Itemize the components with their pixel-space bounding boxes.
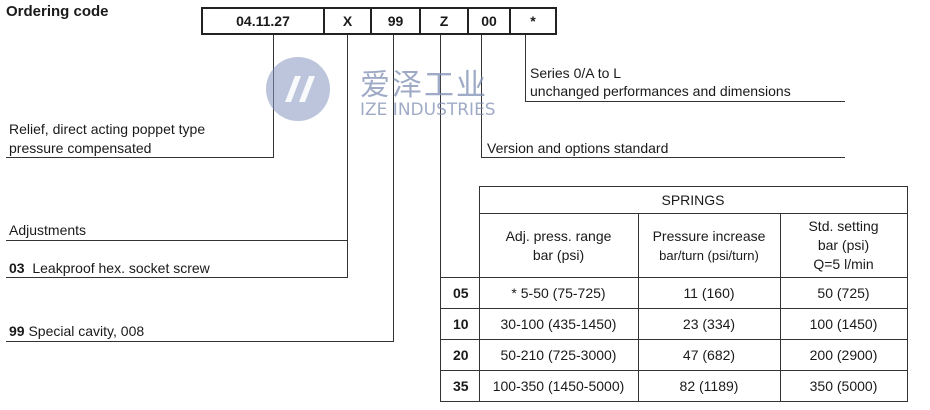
header-setting: Std. setting bar (psi) Q=5 l/min	[779, 213, 908, 278]
row-code: 10	[440, 308, 480, 340]
row-setting: 50 (725)	[779, 277, 908, 309]
row-increase: 11 (160)	[637, 277, 781, 309]
adjustment-option: 03 Leakproof hex. socket screw	[9, 259, 210, 278]
header-setting-line3: Q=5 l/min	[813, 256, 874, 272]
table-row: 05 * 5-50 (75-725) 11 (160) 50 (725)	[440, 277, 908, 309]
row-range: 50-210 (725-3000)	[478, 339, 639, 371]
springs-table: SPRINGS Adj. press. range bar (psi) Pres…	[440, 186, 908, 402]
connector-x-v	[347, 35, 348, 277]
code-segment-version: 00	[467, 7, 511, 35]
header-setting-line1: Std. setting	[808, 218, 879, 234]
series-label-line2: unchanged performances and dimensions	[530, 83, 791, 99]
row-code: 05	[440, 277, 480, 309]
connector-series-h	[525, 101, 845, 102]
version-label: Version and options standard	[487, 140, 669, 156]
row-range: 100-350 (1450-5000)	[478, 370, 639, 402]
connector-base-h	[6, 157, 274, 158]
header-increase-line1: Pressure increase	[652, 227, 766, 244]
adjustments-heading: Adjustments	[9, 222, 87, 238]
watermark-logo-icon	[265, 56, 331, 122]
header-range-line2: bar (psi)	[532, 246, 585, 263]
connector-series-v	[525, 35, 526, 101]
header-increase: Pressure increase bar/turn (psi/turn)	[637, 213, 781, 278]
cavity-option: 99 Special cavity, 008	[9, 322, 144, 341]
row-setting: 100 (1450)	[779, 308, 908, 340]
series-label-line1: Series 0/A to L	[530, 65, 622, 81]
code-segment-series: *	[509, 7, 557, 35]
table-row: 10 30-100 (435-1450) 23 (334) 100 (1450)	[440, 308, 908, 340]
row-setting: 200 (2900)	[779, 339, 908, 371]
row-increase: 23 (334)	[637, 308, 781, 340]
code-segment-cavity: 99	[370, 7, 421, 35]
relief-label-line1: Relief, direct acting poppet type	[9, 121, 206, 137]
connector-cavity-v	[393, 35, 394, 341]
watermark-chinese: 爱泽工业	[360, 68, 488, 103]
row-increase: 82 (1189)	[637, 370, 781, 402]
watermark-english: IZE INDUSTRIES	[360, 100, 496, 120]
adjustment-code: 03	[9, 260, 25, 276]
row-setting: 350 (5000)	[779, 370, 908, 402]
code-segment-base: 04.11.27	[201, 7, 325, 35]
cavity-code: 99	[9, 323, 25, 339]
connector-adj-h	[6, 240, 348, 241]
header-range-line1: Adj. press. range	[505, 227, 612, 244]
connector-version-v	[481, 35, 482, 157]
row-increase: 47 (682)	[637, 339, 781, 371]
connector-cavity-h	[6, 341, 394, 342]
row-range: 30-100 (435-1450)	[478, 308, 639, 340]
springs-title: SPRINGS	[478, 186, 908, 214]
header-increase-line2: bar/turn (psi/turn)	[659, 247, 759, 263]
code-segment-x: X	[323, 7, 372, 35]
row-code: 20	[440, 339, 480, 371]
adjustment-text: Leakproof hex. socket screw	[32, 260, 210, 276]
page-title: Ordering code	[6, 3, 109, 20]
header-range: Adj. press. range bar (psi)	[478, 213, 639, 278]
cavity-text: Special cavity, 008	[28, 323, 145, 339]
header-setting-line2: bar (psi)	[817, 237, 870, 253]
connector-spring-v	[440, 35, 441, 246]
row-range: * 5-50 (75-725)	[478, 277, 639, 309]
table-row: 20 50-210 (725-3000) 47 (682) 200 (2900)	[440, 339, 908, 371]
connector-version-h	[481, 157, 845, 158]
table-row: 35 100-350 (1450-5000) 82 (1189) 350 (50…	[440, 370, 908, 402]
row-code: 35	[440, 370, 480, 402]
relief-label-line2: pressure compensated	[9, 140, 152, 156]
connector-x-h	[6, 277, 348, 278]
code-segment-spring: Z	[419, 7, 469, 35]
